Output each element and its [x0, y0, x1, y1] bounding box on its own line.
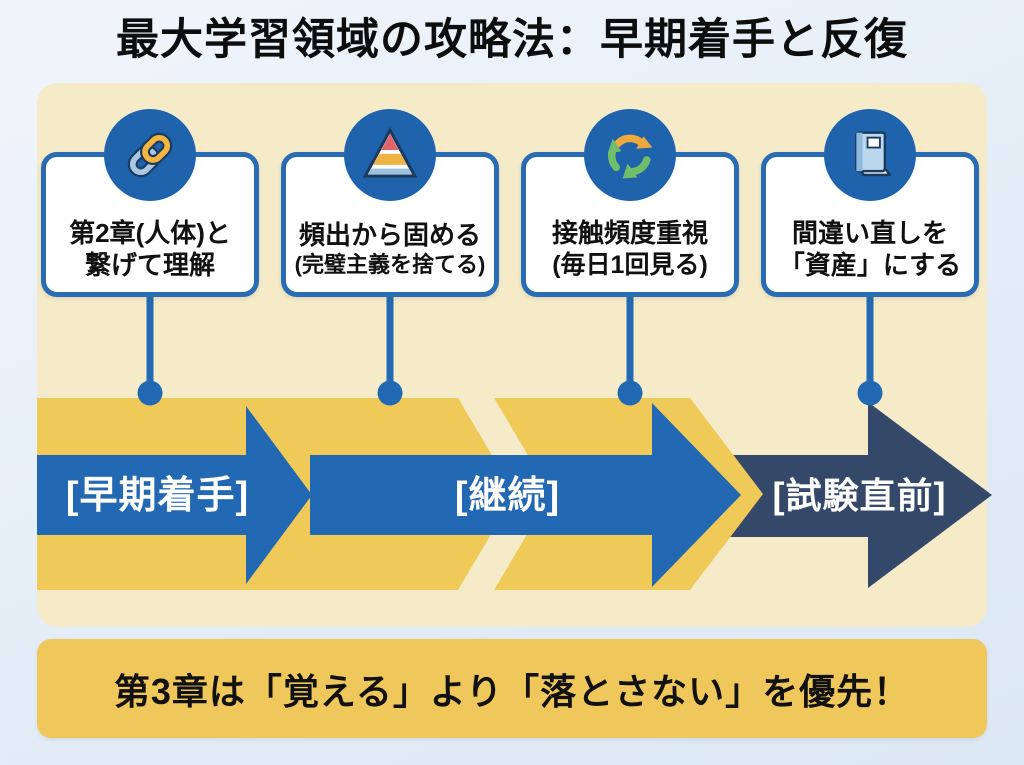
callout-frequency-first: 頻出から固める (完璧主義を捨てる) — [281, 109, 499, 297]
chain-link-icon — [104, 109, 196, 201]
callout-line2: 繋げて理解 — [84, 249, 215, 280]
footer-banner: 第3章は「覚える」より「落とさない」を優先！ — [37, 639, 987, 738]
callout-line2: 「資産」にする — [778, 249, 962, 280]
pyramid-icon — [344, 109, 436, 201]
cycle-arrows-icon — [584, 109, 676, 201]
callout-line2: (毎日1回見る) — [552, 251, 708, 280]
callout-line1: 第2章(人体)と — [69, 217, 231, 248]
phase-label-pre-exam: [試験直前] — [772, 475, 947, 516]
callout-contact-frequency: 接触頻度重視 (毎日1回見る) — [521, 109, 739, 297]
callout-mistake-asset: 間違い直しを 「資産」にする — [761, 109, 979, 297]
exam-phase-arrow — [700, 402, 992, 588]
callout-line2: (完璧主義を捨てる) — [294, 251, 486, 277]
continue-arrow — [310, 403, 741, 587]
connector-lines — [146, 293, 874, 384]
connector-dots — [137, 380, 883, 406]
callout-chapter2-link: 第2章(人体)と 繋げて理解 — [41, 109, 259, 297]
callout-line1: 接触頻度重視 — [551, 218, 708, 249]
footer-text: 第3章は「覚える」より「落とさない」を優先！ — [113, 670, 911, 712]
callout-line1: 頻出から固める — [298, 220, 481, 251]
callout-line1: 間違い直しを — [791, 217, 948, 248]
page-title: 最大学習領域の攻略法：早期着手と反復 — [116, 16, 908, 64]
book-icon — [824, 109, 916, 201]
phase-label-early-start: [早期着手] — [65, 475, 250, 517]
phase-label-continue: [継続] — [454, 475, 561, 517]
early-start-arrow — [37, 406, 312, 584]
